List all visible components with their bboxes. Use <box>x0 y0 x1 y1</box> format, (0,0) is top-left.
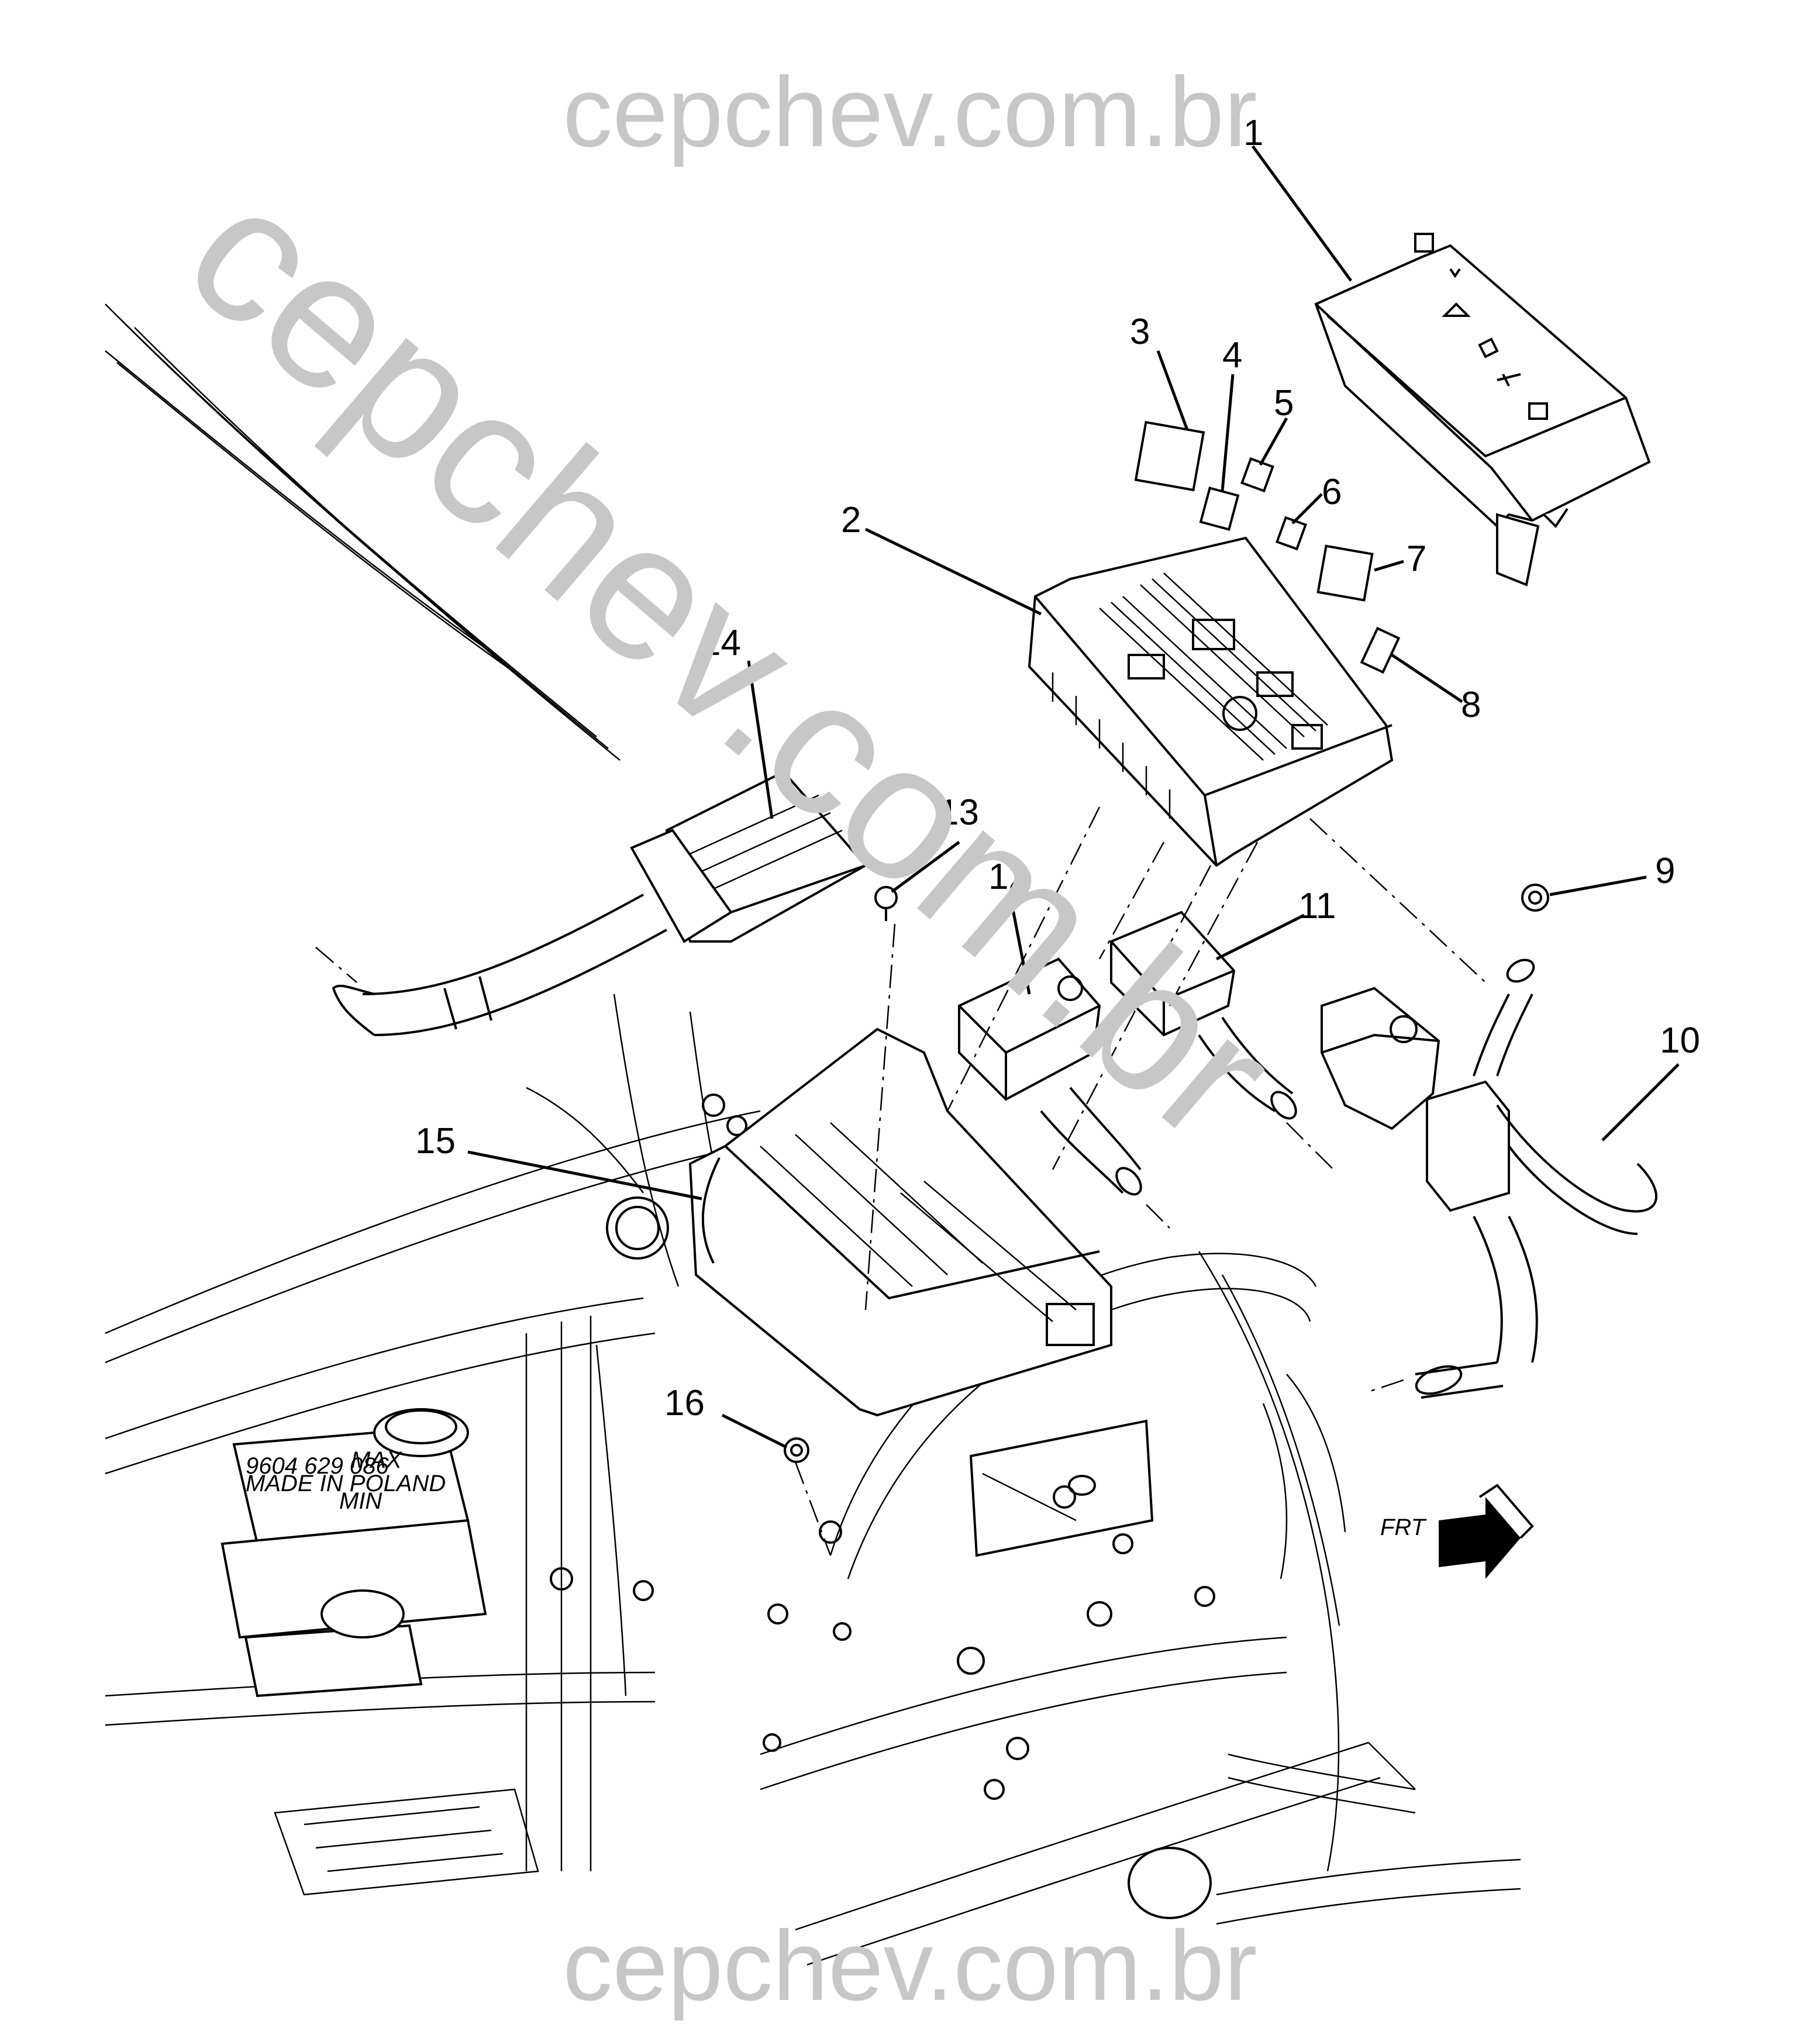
bolt-part-13 <box>874 886 898 921</box>
callout-5: 5 <box>1274 383 1294 423</box>
callout-8: 8 <box>1461 685 1481 725</box>
callout-6: 6 <box>1322 472 1342 512</box>
nut-part-9 <box>1521 884 1549 912</box>
callout-3: 3 <box>1130 312 1150 352</box>
callout-labels: 1 2 3 4 5 6 7 8 9 10 11 12 13 14 15 16 <box>415 113 1700 1423</box>
harness-connector-part-14 <box>315 770 868 1036</box>
reservoir-made-in: MADE IN POLAND <box>246 1471 446 1496</box>
fuse-part-4 <box>1199 487 1240 531</box>
detail-inset <box>969 1419 1154 1557</box>
callout-1: 1 <box>1243 113 1263 153</box>
brake-fluid-reservoir: 9604 629 086 MADE IN POLAND MAX MIN <box>220 1408 487 1698</box>
connector-part-12 <box>958 957 1142 1196</box>
callout-16: 16 <box>664 1383 705 1423</box>
callout-11: 11 <box>1298 886 1336 926</box>
callout-9: 9 <box>1655 851 1675 891</box>
fuse-block <box>1028 536 1394 867</box>
reservoir-min-label: MIN <box>339 1488 382 1514</box>
callout-13: 13 <box>939 792 979 833</box>
fuse-part-6 <box>1275 516 1308 551</box>
frt-arrow-icon <box>1439 1497 1521 1579</box>
battery-cable-part-10 <box>1321 958 1657 1399</box>
callout-2: 2 <box>841 500 861 540</box>
callout-14: 14 <box>701 623 741 663</box>
leader-lines <box>467 145 1680 1449</box>
callout-12: 12 <box>988 857 1029 897</box>
relay-part-3 <box>1134 420 1205 492</box>
callout-10: 10 <box>1660 1020 1700 1061</box>
front-direction-arrow: FRT <box>1380 1484 1534 1579</box>
reservoir-max-label: MAX <box>351 1447 402 1473</box>
nut-part-16 <box>784 1437 809 1463</box>
fuse-block-cover <box>1314 233 1651 587</box>
watermark-bottom: cepchev.com.br <box>563 1910 1257 2022</box>
frt-label: FRT <box>1380 1515 1427 1540</box>
watermark-top: cepchev.com.br <box>563 57 1257 168</box>
callout-7: 7 <box>1407 539 1426 579</box>
fuse-part-8 <box>1360 626 1401 674</box>
callout-15: 15 <box>415 1121 456 1161</box>
callout-4: 4 <box>1222 335 1242 375</box>
fuse-part-5 <box>1240 457 1274 493</box>
relay-part-7 <box>1316 544 1374 602</box>
reservoir-part-number: 9604 629 086 <box>246 1453 389 1479</box>
fuse-block-tray-part-15 <box>688 1027 1112 1417</box>
